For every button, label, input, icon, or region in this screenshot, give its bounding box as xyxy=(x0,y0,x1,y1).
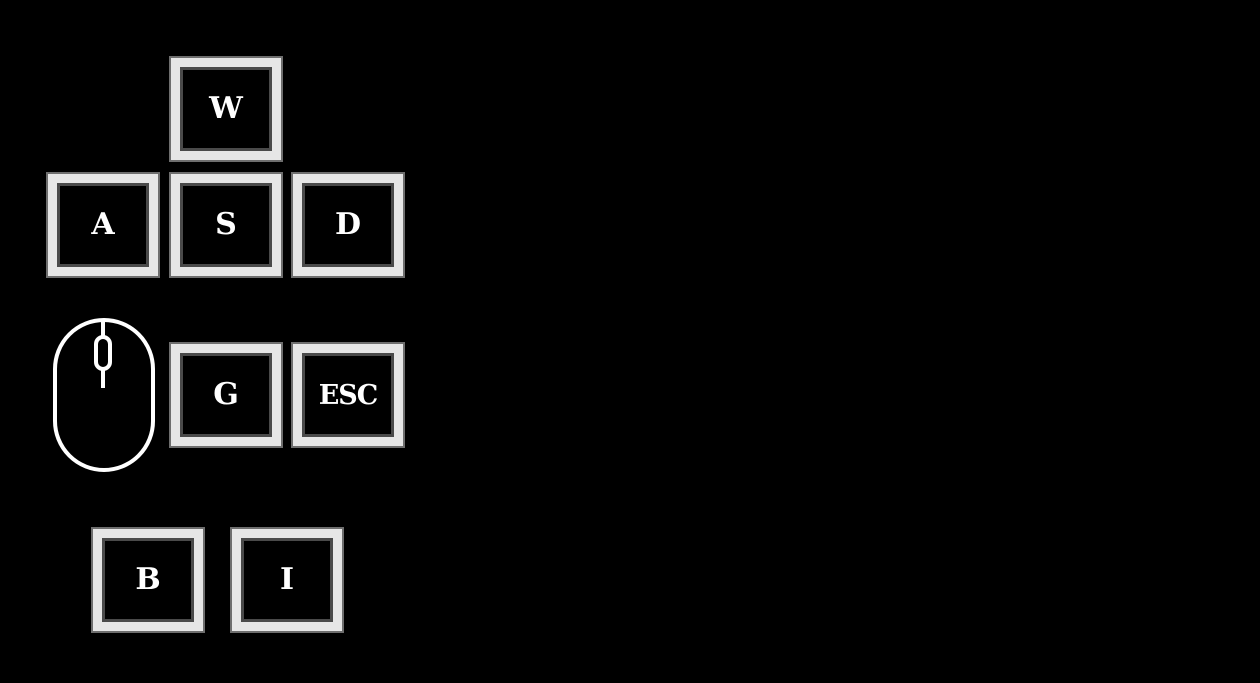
key-b: B xyxy=(91,527,205,633)
key-s: S xyxy=(169,172,283,278)
key-esc-label: ESC xyxy=(318,379,379,411)
key-g-label: G xyxy=(213,377,239,412)
key-w-label: W xyxy=(209,91,243,126)
key-d-face: D xyxy=(302,183,394,267)
key-g: G xyxy=(169,342,283,448)
key-a-face: A xyxy=(57,183,149,267)
key-i: I xyxy=(230,527,344,633)
key-d-label: D xyxy=(334,207,361,242)
key-s-face: S xyxy=(180,183,272,267)
key-b-face: B xyxy=(102,538,194,622)
key-b-label: B xyxy=(135,562,161,597)
key-w-face: W xyxy=(180,67,272,151)
mouse-icon xyxy=(53,318,155,472)
key-s-label: S xyxy=(215,207,237,242)
key-w: W xyxy=(169,56,283,162)
key-i-label: I xyxy=(279,562,295,597)
key-a: A xyxy=(46,172,160,278)
key-esc: ESC xyxy=(291,342,405,448)
key-i-face: I xyxy=(241,538,333,622)
key-esc-face: ESC xyxy=(302,353,394,437)
key-g-face: G xyxy=(180,353,272,437)
key-d: D xyxy=(291,172,405,278)
key-a-label: A xyxy=(91,207,115,242)
